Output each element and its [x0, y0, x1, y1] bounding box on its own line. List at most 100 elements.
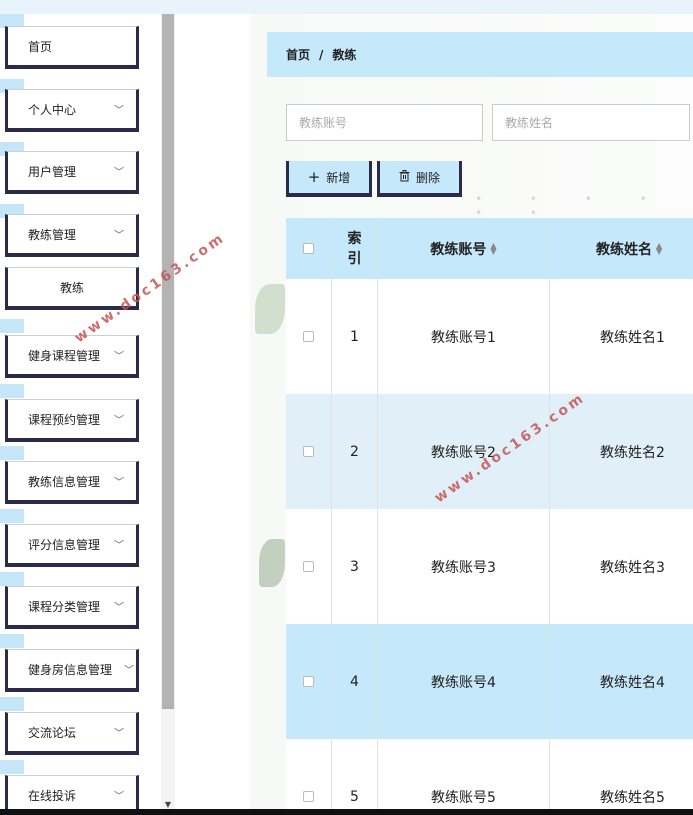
sidebar: 首页 个人中心 ﹀ 用户管理 ﹀ 教练管理 ﹀ 教练 健身课程管理 ﹀ 课程预约…	[0, 14, 175, 815]
sidebar-item-label: 评分信息管理	[28, 537, 101, 552]
add-button[interactable]: + 新增	[286, 161, 372, 197]
coach-account-search-input[interactable]	[286, 104, 483, 141]
sidebar-item-label: 交流论坛	[28, 725, 77, 740]
row-coach-name: 教练姓名3	[600, 559, 665, 576]
chevron-down-icon: ﹀	[114, 602, 124, 614]
top-strip	[0, 0, 693, 14]
delete-button-label: 删除	[415, 170, 440, 185]
sidebar-item-course-booking-management[interactable]: 课程预约管理 ﹀	[5, 399, 139, 442]
header-name-label: 教练姓名	[596, 241, 652, 258]
row-coach-account: 教练账号2	[378, 394, 550, 509]
scroll-down-arrow-icon[interactable]: ▼	[164, 800, 172, 809]
main-content: • • • • • • 首页 / 教练 + 新增 删除 索引 教练账号▲▼ 教练…	[175, 14, 693, 815]
sidebar-item-label: 教练	[59, 280, 84, 295]
sidebar-item-coach-management[interactable]: 教练管理 ﹀	[5, 214, 139, 257]
table-header: 索引 教练账号▲▼ 教练姓名▲▼	[286, 218, 693, 279]
header-coach-account[interactable]: 教练账号▲▼	[378, 218, 550, 279]
chevron-down-icon: ﹀	[114, 415, 124, 427]
coach-name-search-input[interactable]	[492, 104, 690, 141]
sidebar-accent	[0, 697, 24, 711]
leaf-decoration	[255, 284, 285, 334]
leaf-decoration	[259, 539, 285, 587]
sidebar-item-label: 个人中心	[28, 102, 77, 117]
delete-button[interactable]: 删除	[377, 161, 462, 197]
chevron-down-icon: ﹀	[114, 351, 124, 363]
bottom-bar	[0, 809, 693, 815]
sidebar-item-label: 课程分类管理	[28, 599, 101, 614]
chevron-down-icon: ﹀	[114, 477, 124, 489]
row-coach-name: 教练姓名1	[600, 329, 665, 346]
sidebar-item-label: 健身课程管理	[28, 348, 101, 363]
sidebar-item-label: 课程预约管理	[28, 412, 101, 427]
header-index: 索引	[332, 218, 378, 279]
chevron-down-icon: ﹀	[114, 167, 124, 179]
table-row[interactable]: 1 教练账号1 教练姓名1	[286, 279, 693, 394]
breadcrumb-current: 教练	[332, 48, 357, 62]
row-checkbox[interactable]	[303, 676, 314, 687]
row-coach-account: 教练账号1	[378, 279, 550, 394]
sidebar-item-rating-management[interactable]: 评分信息管理 ﹀	[5, 524, 139, 567]
sidebar-item-home[interactable]: 首页	[5, 26, 139, 69]
sidebar-item-fitness-course-management[interactable]: 健身课程管理 ﹀	[5, 335, 139, 378]
row-index: 5	[332, 739, 378, 815]
row-checkbox[interactable]	[303, 331, 314, 342]
row-index: 4	[332, 624, 378, 739]
breadcrumb-home[interactable]: 首页	[286, 48, 311, 62]
row-checkbox[interactable]	[303, 561, 314, 572]
sidebar-accent	[0, 319, 24, 333]
chevron-down-icon: ﹀	[114, 105, 124, 117]
sidebar-item-forum[interactable]: 交流论坛 ﹀	[5, 712, 139, 755]
sidebar-item-user-management[interactable]: 用户管理 ﹀	[5, 151, 139, 194]
sidebar-item-label: 教练管理	[28, 227, 77, 242]
row-index: 1	[332, 279, 378, 394]
sidebar-accent	[0, 384, 24, 398]
sidebar-accent	[0, 509, 24, 523]
row-checkbox[interactable]	[303, 791, 314, 802]
header-account-label: 教练账号	[430, 241, 487, 258]
sidebar-scrollbar-thumb[interactable]	[162, 14, 174, 709]
breadcrumb: 首页 / 教练	[267, 32, 693, 77]
table-row[interactable]: 4 教练账号4 教练姓名4	[286, 624, 693, 739]
row-checkbox[interactable]	[303, 446, 314, 457]
sidebar-accent	[0, 14, 24, 28]
select-all-cell	[286, 218, 332, 279]
sidebar-item-label: 教练信息管理	[28, 474, 101, 489]
row-coach-account: 教练账号4	[378, 624, 550, 739]
sidebar-accent	[0, 572, 24, 586]
sidebar-subitem-coach[interactable]: 教练	[5, 267, 139, 310]
sidebar-accent	[0, 446, 24, 460]
sidebar-item-label: 健身房信息管理	[28, 662, 113, 677]
row-coach-name: 教练姓名5	[600, 789, 665, 806]
sidebar-item-course-category-management[interactable]: 课程分类管理 ﹀	[5, 586, 139, 629]
chevron-down-icon: ﹀	[114, 791, 124, 803]
sidebar-item-label: 首页	[28, 39, 53, 54]
add-button-label: 新增	[326, 170, 351, 185]
sidebar-item-coach-info-management[interactable]: 教练信息管理 ﹀	[5, 461, 139, 504]
row-coach-account: 教练账号5	[378, 739, 550, 815]
select-all-checkbox[interactable]	[303, 243, 314, 254]
sidebar-item-personal-center[interactable]: 个人中心 ﹀	[5, 89, 139, 132]
row-coach-account: 教练账号3	[378, 509, 550, 624]
row-index: 3	[332, 509, 378, 624]
table-row[interactable]: 3 教练账号3 教练姓名3	[286, 509, 693, 624]
dots-decoration: • • • • • •	[475, 192, 669, 220]
plus-icon: +	[307, 168, 321, 186]
table-row[interactable]: 5 教练账号5 教练姓名5	[286, 739, 693, 815]
header-coach-name[interactable]: 教练姓名▲▼	[550, 218, 693, 279]
row-index: 2	[332, 394, 378, 509]
row-coach-name: 教练姓名4	[600, 674, 665, 691]
chevron-down-icon: ﹀	[114, 728, 124, 740]
row-coach-name: 教练姓名2	[600, 444, 665, 461]
sidebar-item-gym-info-management[interactable]: 健身房信息管理 ﹀	[5, 649, 139, 692]
breadcrumb-separator: /	[319, 47, 324, 62]
header-index-label: 索引	[347, 230, 362, 267]
trash-icon	[399, 169, 410, 185]
chevron-down-icon: ﹀	[114, 230, 124, 242]
table-row[interactable]: 2 教练账号2 教练姓名2	[286, 394, 693, 509]
sort-icon[interactable]: ▲▼	[656, 240, 663, 256]
chevron-down-icon: ﹀	[114, 540, 124, 552]
sidebar-accent	[0, 760, 24, 774]
sort-icon[interactable]: ▲▼	[490, 240, 497, 256]
sidebar-item-label: 在线投诉	[28, 788, 77, 803]
sidebar-accent	[0, 634, 24, 648]
